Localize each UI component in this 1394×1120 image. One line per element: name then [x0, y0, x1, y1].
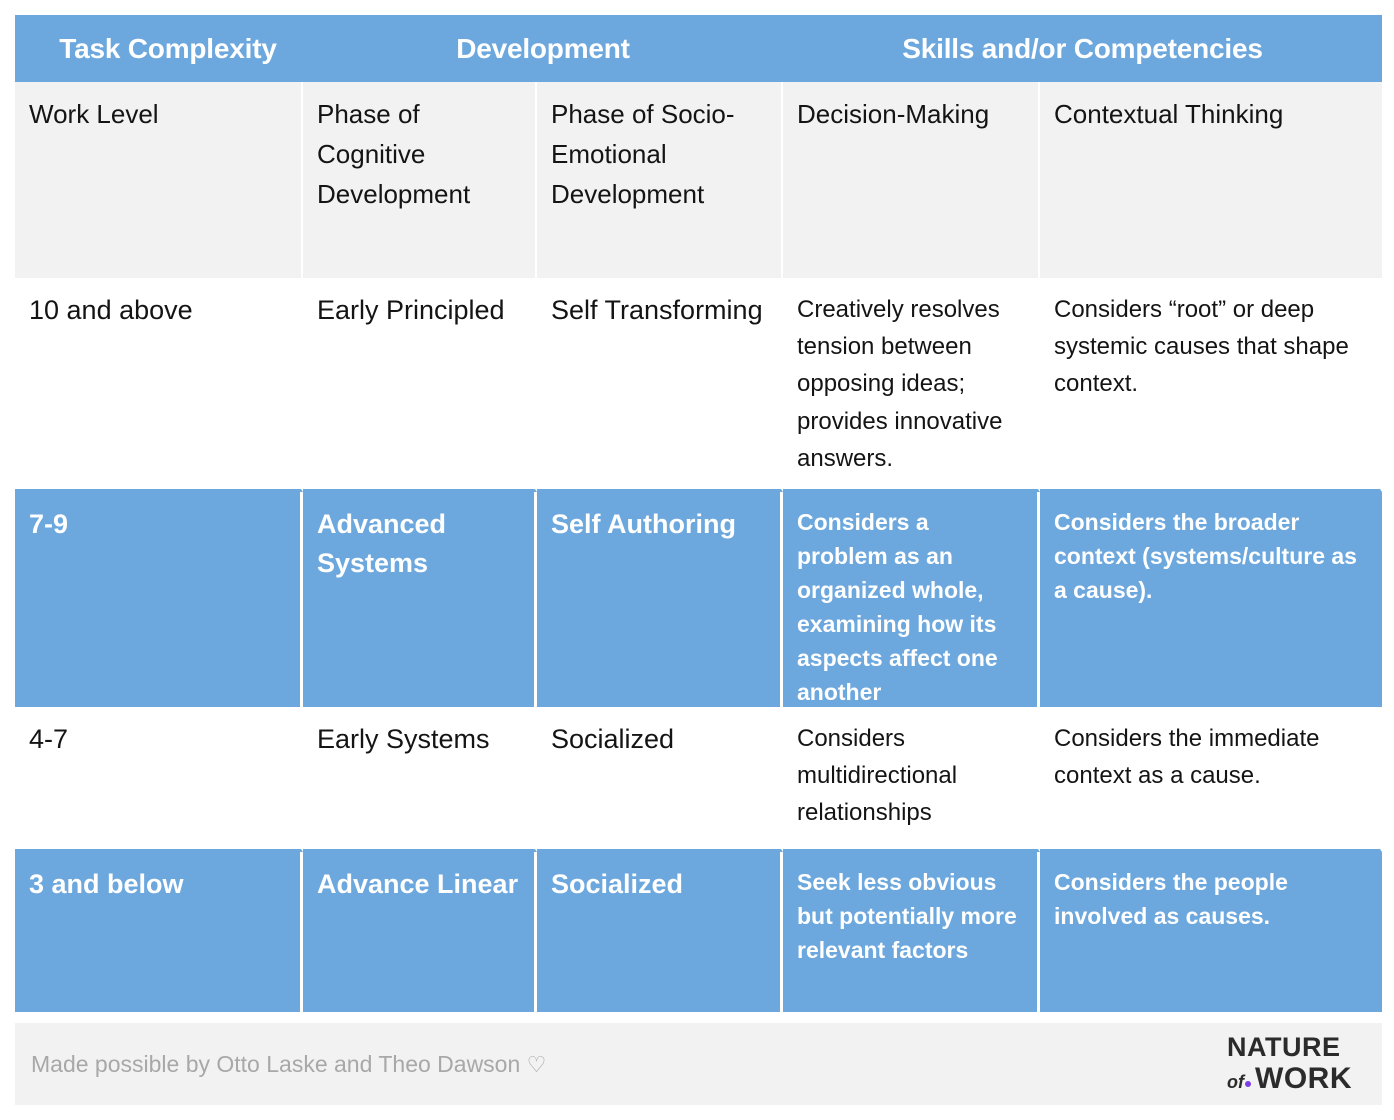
cell-decision-making: Seek less obvious but potentially more r…	[783, 852, 1040, 1012]
cell-contextual-thinking: Considers the people involved as causes.	[1040, 852, 1382, 1012]
heart-icon: ♡	[526, 1051, 547, 1077]
column-header-cognitive-development: Phase of Cognitive Development	[303, 82, 537, 278]
cell-decision-making: Considers multidirectional relationships	[783, 707, 1040, 852]
group-header-band: Task Complexity Development Skills and/o…	[15, 15, 1382, 82]
cell-work-level: 10 and above	[15, 278, 303, 492]
table-row: 4-7 Early Systems Socialized Considers m…	[15, 707, 1382, 852]
cell-socio-emotional: Self Transforming	[537, 278, 783, 492]
column-header-socio-emotional-development: Phase of Socio-Emotional Development	[537, 82, 783, 278]
group-header-skills-competencies: Skills and/or Competencies	[902, 32, 1263, 64]
table-row: 3 and below Advance Linear Socialized Se…	[15, 852, 1382, 1012]
column-header-work-level: Work Level	[15, 82, 303, 278]
nature-of-work-logo: NATURE of WORK	[1227, 1034, 1382, 1094]
table-subheader-row: Work Level Phase of Cognitive Developmen…	[15, 82, 1382, 278]
attribution-text: Made possible by Otto Laske and Theo Daw…	[15, 1051, 546, 1078]
group-header-development: Development	[456, 32, 630, 64]
cell-contextual-thinking: Considers the immediate context as a cau…	[1040, 707, 1382, 852]
cell-contextual-thinking: Considers “root” or deep systemic causes…	[1040, 278, 1382, 492]
attribution-label: Made possible by Otto Laske and Theo Daw…	[31, 1050, 521, 1077]
comparison-table: Work Level Phase of Cognitive Developmen…	[15, 82, 1382, 1012]
cell-work-level: 3 and below	[15, 852, 303, 1012]
logo-word-nature: NATURE	[1227, 1032, 1341, 1062]
cell-work-level: 7-9	[15, 492, 303, 707]
column-header-decision-making: Decision-Making	[783, 82, 1040, 278]
logo-word-of: of	[1227, 1072, 1245, 1092]
cell-cognitive: Early Principled	[303, 278, 537, 492]
cell-socio-emotional: Socialized	[537, 707, 783, 852]
cell-socio-emotional: Socialized	[537, 852, 783, 1012]
table-row: 7-9 Advanced Systems Self Authoring Cons…	[15, 492, 1382, 707]
cell-contextual-thinking: Considers the broader context (systems/c…	[1040, 492, 1382, 707]
table-row: 10 and above Early Principled Self Trans…	[15, 278, 1382, 492]
cell-cognitive: Early Systems	[303, 707, 537, 852]
cell-work-level: 4-7	[15, 707, 303, 852]
cell-cognitive: Advance Linear	[303, 852, 537, 1012]
logo-word-work: WORK	[1255, 1062, 1352, 1095]
logo-dot-icon	[1245, 1081, 1252, 1087]
logo-bottom-line: of WORK	[1227, 1064, 1352, 1094]
cell-decision-making: Considers a problem as an organized whol…	[783, 492, 1040, 707]
footer-bar: Made possible by Otto Laske and Theo Daw…	[15, 1023, 1382, 1105]
cell-socio-emotional: Self Authoring	[537, 492, 783, 707]
column-header-contextual-thinking: Contextual Thinking	[1040, 82, 1382, 278]
cell-decision-making: Creatively resolves tension between oppo…	[783, 278, 1040, 492]
cell-cognitive: Advanced Systems	[303, 492, 537, 707]
group-header-task-complexity: Task Complexity	[59, 32, 277, 64]
